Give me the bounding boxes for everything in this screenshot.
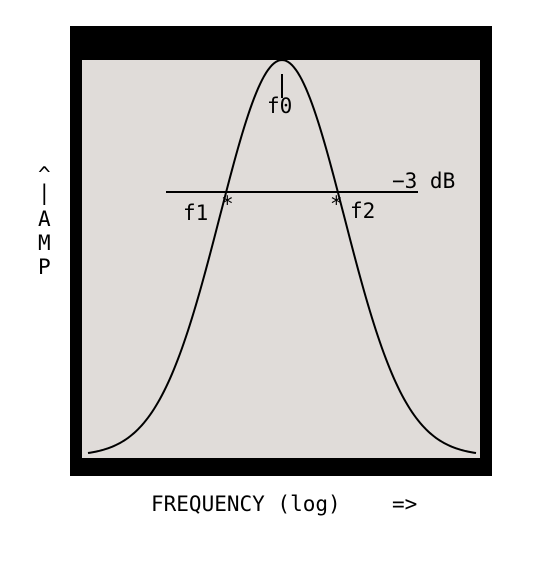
- f0-label: f0: [267, 94, 292, 118]
- f2-label: f2: [350, 199, 375, 223]
- x-axis-label: FREQUENCY (log): [151, 492, 341, 516]
- y-axis-letter-m: M: [38, 231, 51, 255]
- x-axis-arrow: =>: [392, 492, 417, 516]
- f1-intersection-marker: *: [221, 192, 234, 216]
- y-axis-bar: |: [38, 181, 51, 206]
- f2-intersection-marker: *: [330, 192, 343, 216]
- minus-3db-label: −3 dB: [392, 169, 455, 193]
- f1-label: f1: [183, 201, 208, 225]
- y-axis-arrow: ^: [38, 163, 51, 187]
- y-axis-letter-p: P: [38, 255, 51, 279]
- y-axis-letter-a: A: [38, 207, 51, 231]
- response-curve: [87, 58, 477, 455]
- plot-area: [82, 60, 480, 458]
